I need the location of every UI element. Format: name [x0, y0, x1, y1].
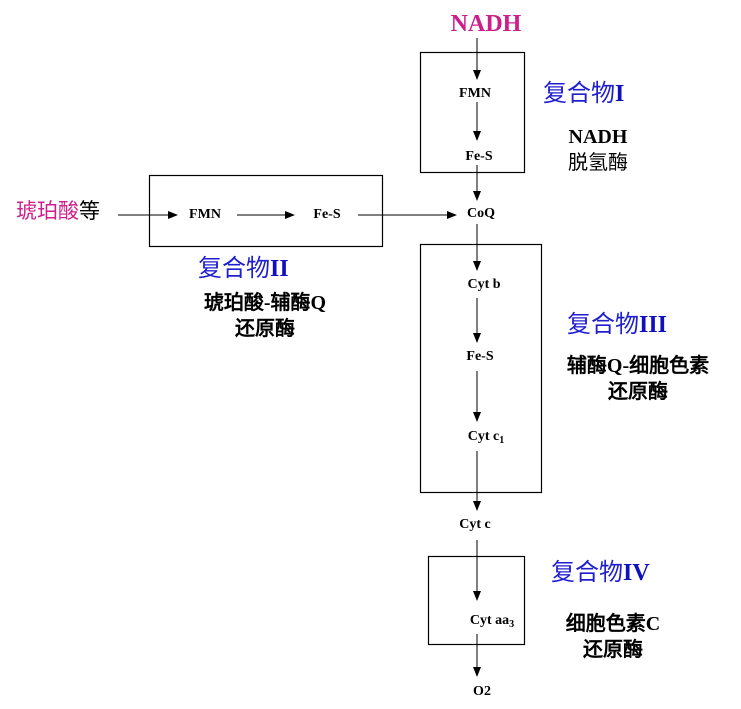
o2-output: O2: [473, 684, 491, 699]
complex-2-box: [148, 174, 384, 248]
complex-2-fmn: FMN: [189, 207, 221, 222]
complex-2-title: 复合物II: [198, 257, 289, 281]
complex-3-roman: III: [639, 312, 668, 338]
complex-1-box: [419, 51, 526, 174]
complex-4-desc-line1: 细胞色素C: [565, 613, 661, 635]
complex-1-fes: Fe-S: [465, 149, 493, 164]
complex-4-title: 复合物IV: [551, 561, 650, 585]
complex-1-title-text: 复合物: [543, 81, 615, 107]
complex-1-desc-line1: NADH: [568, 126, 628, 148]
complex-3-desc-line2: 还原酶: [608, 381, 668, 403]
complex-3-title: 复合物III: [567, 313, 667, 337]
complex-1-title: 复合物I: [543, 82, 624, 106]
complex-3-desc-line1: 辅酶Q-细胞色素: [566, 355, 710, 377]
cyt-aa3-base: Cyt aa: [469, 613, 510, 628]
complex-1-desc-line2: 脱氢酶: [568, 152, 628, 174]
cyt-c1-subscript: 1: [499, 435, 505, 446]
complex-3-title-text: 复合物: [567, 312, 639, 338]
complex-1-description: NADH 脱氢酶: [556, 124, 640, 176]
complex-4-title-text: 复合物: [551, 560, 623, 586]
complex-3-cyt-b: Cyt b: [467, 277, 501, 292]
complex-2-title-text: 复合物: [198, 256, 270, 282]
nadh-input-label: NADH: [450, 11, 522, 37]
cyt-aa3-subscript: 3: [509, 619, 515, 630]
complex-2-desc-line2: 还原酶: [235, 318, 295, 340]
succinate-name: 琥珀酸: [16, 199, 79, 223]
complex-2-roman: II: [270, 256, 289, 282]
cyt-c1-base: Cyt c: [467, 429, 500, 444]
complex-2-desc-line1: 琥珀酸-辅酶Q: [203, 292, 327, 314]
complex-2-description: 琥珀酸-辅酶Q 还原酶: [185, 290, 345, 342]
complex-3-cyt-c1: Cyt c1: [468, 430, 505, 446]
complex-4-description: 细胞色素C 还原酶: [553, 611, 673, 663]
complex-3-box: [419, 243, 543, 494]
complex-1-roman: I: [615, 81, 625, 107]
succinate-input-label: 琥珀酸等: [16, 201, 100, 222]
complex-4-cyt-aa3: Cyt aa3: [470, 614, 514, 630]
cyt-c-node: Cyt c: [459, 517, 491, 532]
complex-2-fes: Fe-S: [313, 207, 341, 222]
succinate-etc: 等: [79, 199, 100, 223]
complex-4-roman: IV: [623, 560, 650, 586]
coq-node: CoQ: [467, 206, 495, 221]
complex-3-fes: Fe-S: [466, 349, 494, 364]
complex-3-description: 辅酶Q-细胞色素 还原酶: [548, 353, 728, 405]
complex-4-desc-line2: 还原酶: [583, 639, 643, 661]
complex-1-fmn: FMN: [459, 86, 491, 101]
